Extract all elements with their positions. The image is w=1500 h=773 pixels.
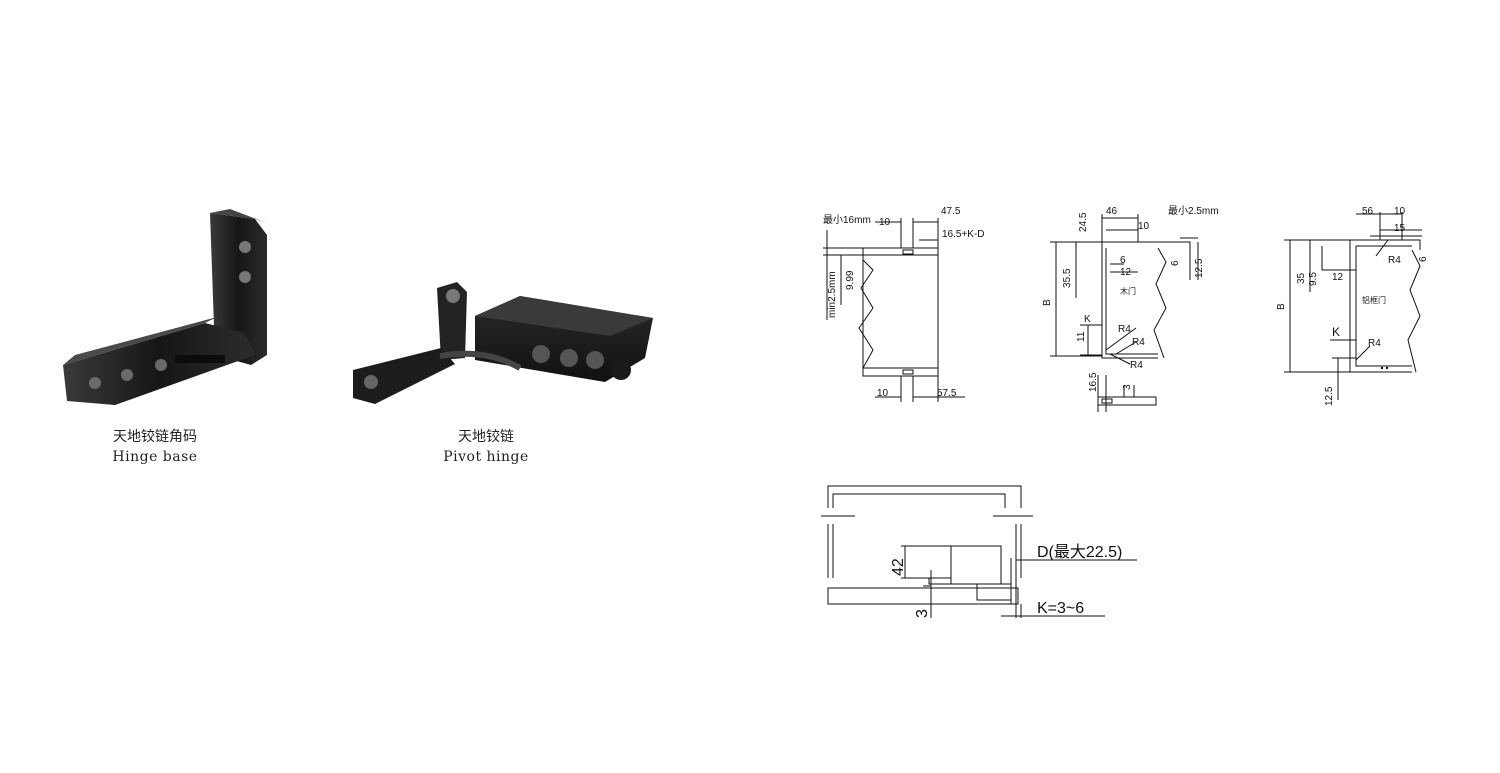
hinge-base-photo <box>63 209 267 405</box>
d3-6-label: 6 <box>1418 256 1429 262</box>
hinge-base-label-en: Hinge base <box>112 449 198 465</box>
d2-46-label: 46 <box>1106 206 1118 217</box>
d2-3-label: 3 <box>1122 384 1133 390</box>
d3-r4a-label: R4 <box>1388 255 1401 266</box>
d3-56-label: 56 <box>1362 206 1374 217</box>
d4-42-label: 42 <box>890 558 907 576</box>
d2-35-5-label: 35.5 <box>1062 268 1073 288</box>
d4-3-label: 3 <box>914 609 931 618</box>
drawing-3: 56 10 15 6 R4 35 9.5 12 铝框门 B K R4 12.5 <box>1276 206 1429 406</box>
pivot-hinge-caption: 天地铰链 Pivot hinge <box>426 427 546 467</box>
d3-12-5-label: 12.5 <box>1324 386 1335 406</box>
d4-k-label: K=3~6 <box>1037 600 1084 617</box>
d2-r4b-label: R4 <box>1132 337 1145 348</box>
d2-k-label: K <box>1084 314 1091 325</box>
d2-12-label: 12 <box>1120 267 1132 278</box>
d3-r4b-label: R4 <box>1368 338 1381 349</box>
pivot-hinge-label-en: Pivot hinge <box>443 449 529 465</box>
d1-57-5-label: 57.5 <box>937 388 957 399</box>
d2-r4c-label: R4 <box>1130 360 1143 371</box>
d2-12-5-label: 12.5 <box>1194 258 1205 278</box>
drawing-4: 42 3 D(最大22.5) K=3~6 <box>821 485 1137 618</box>
d1-min16-label: 最小16mm <box>823 214 871 226</box>
d3-15-label: 15 <box>1394 223 1406 234</box>
d1-10-label: 10 <box>879 217 891 228</box>
d2-6a-label: 6 <box>1120 255 1126 266</box>
d3-12-label: 12 <box>1332 272 1344 283</box>
d3-k-label: K <box>1332 325 1340 339</box>
d2-r4a-label: R4 <box>1118 324 1131 335</box>
d1-9-99-label: 9.99 <box>845 270 856 290</box>
d2-24-5-label: 24.5 <box>1078 212 1089 232</box>
d1-10b-label: 10 <box>877 388 889 399</box>
d3-9-5-label: 9.5 <box>1308 272 1319 286</box>
drawing-1: 最小16mm 10 47.5 16.5+K-D min2.5mm 9.99 10… <box>823 206 985 402</box>
d2-wood-door-label: 木门 <box>1120 286 1136 296</box>
d2-6b-label: 6 <box>1170 260 1181 266</box>
d2-10-label: 10 <box>1138 221 1150 232</box>
d3-35-label: 35 <box>1296 272 1307 284</box>
pivot-hinge-label-zh: 天地铰链 <box>458 429 514 445</box>
d1-16-5kd-label: 16.5+K-D <box>942 229 985 240</box>
d3-10-label: 10 <box>1394 206 1406 217</box>
hinge-base-label-zh: 天地铰链角码 <box>113 429 197 445</box>
d3-b-label: B <box>1276 303 1287 310</box>
hinge-base-caption: 天地铰链角码 Hinge base <box>95 427 215 467</box>
d3-alu-door-label: 铝框门 <box>1362 295 1386 305</box>
d4-dmax-label: D(最大22.5) <box>1037 543 1122 561</box>
d2-11-label: 11 <box>1076 331 1087 342</box>
d1-47-5-label: 47.5 <box>941 206 961 217</box>
drawing-2: 46 24.5 最小2.5mm 10 6 12 6 35.5 12.5 木门 B… <box>1042 205 1219 412</box>
d2-b-label: B <box>1042 299 1053 306</box>
pivot-hinge-photo <box>353 282 653 404</box>
d2-min2-5-label: 最小2.5mm <box>1168 205 1219 217</box>
d2-16-5-label: 16.5 <box>1088 372 1099 392</box>
d1-min2-5-label: min2.5mm <box>827 271 838 318</box>
